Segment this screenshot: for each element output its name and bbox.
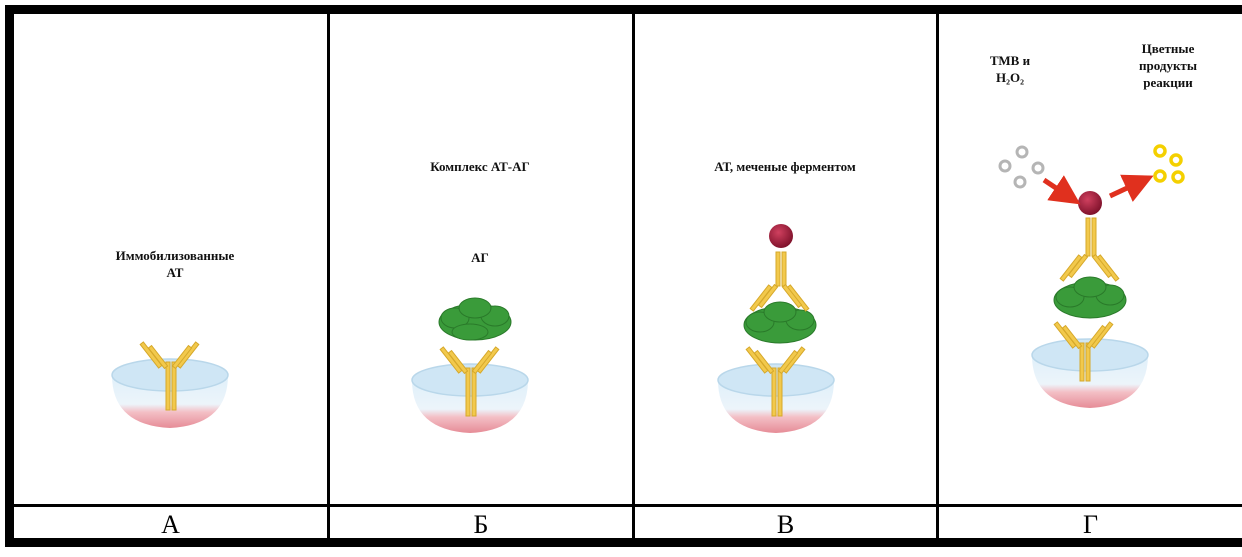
panel-b-caption: Комплекс АТ-АГ xyxy=(430,159,530,174)
enzyme-c xyxy=(769,224,793,248)
antigen-d xyxy=(1053,276,1127,319)
panel-letter-c: В xyxy=(776,510,795,539)
antigen-label: АГ xyxy=(471,250,489,265)
products-caption: Цветные продукты реакции xyxy=(1118,40,1218,91)
products-line-3: реакции xyxy=(1143,75,1193,90)
panel-a-caption: Иммобилизованные АТ xyxy=(40,247,310,281)
antibody-c-bottom xyxy=(745,346,806,417)
antibody-d-bottom xyxy=(1053,321,1114,382)
divider-1 xyxy=(327,14,330,543)
label-row-divider xyxy=(14,504,1242,507)
panel-letter-d: Г xyxy=(1082,510,1099,539)
products-line-2: продукты xyxy=(1139,58,1197,73)
antigen-b xyxy=(438,297,512,341)
antibody-b xyxy=(439,346,500,417)
product-molecules xyxy=(1153,144,1185,184)
antibody-d-top xyxy=(1059,217,1120,282)
bottom-line xyxy=(14,543,1242,546)
antigen-c xyxy=(743,301,817,344)
arrow-out xyxy=(1108,174,1154,202)
arrow-in xyxy=(1042,175,1081,205)
h2o2-label: Н₂О₂ xyxy=(995,70,1025,85)
diagram-frame xyxy=(5,5,1242,547)
antibody-a xyxy=(139,341,200,411)
tmb-label: ТМВ и xyxy=(989,53,1031,68)
panel-letter-b: Б xyxy=(473,510,489,539)
panel-c-caption: АТ, меченые ферментом xyxy=(714,159,856,174)
panel-letter-a: А xyxy=(161,510,180,539)
substrate-molecules xyxy=(998,145,1045,189)
divider-3 xyxy=(936,14,939,543)
enzyme-d xyxy=(1078,191,1102,215)
antibody-c-top xyxy=(749,251,810,312)
products-line-1: Цветные xyxy=(1141,41,1195,56)
caption-at: АТ xyxy=(166,265,184,280)
substrate-caption: ТМВ и Н₂О₂ xyxy=(975,52,1045,86)
divider-2 xyxy=(632,14,635,543)
caption-immobilized: Иммобилизованные xyxy=(115,248,235,263)
